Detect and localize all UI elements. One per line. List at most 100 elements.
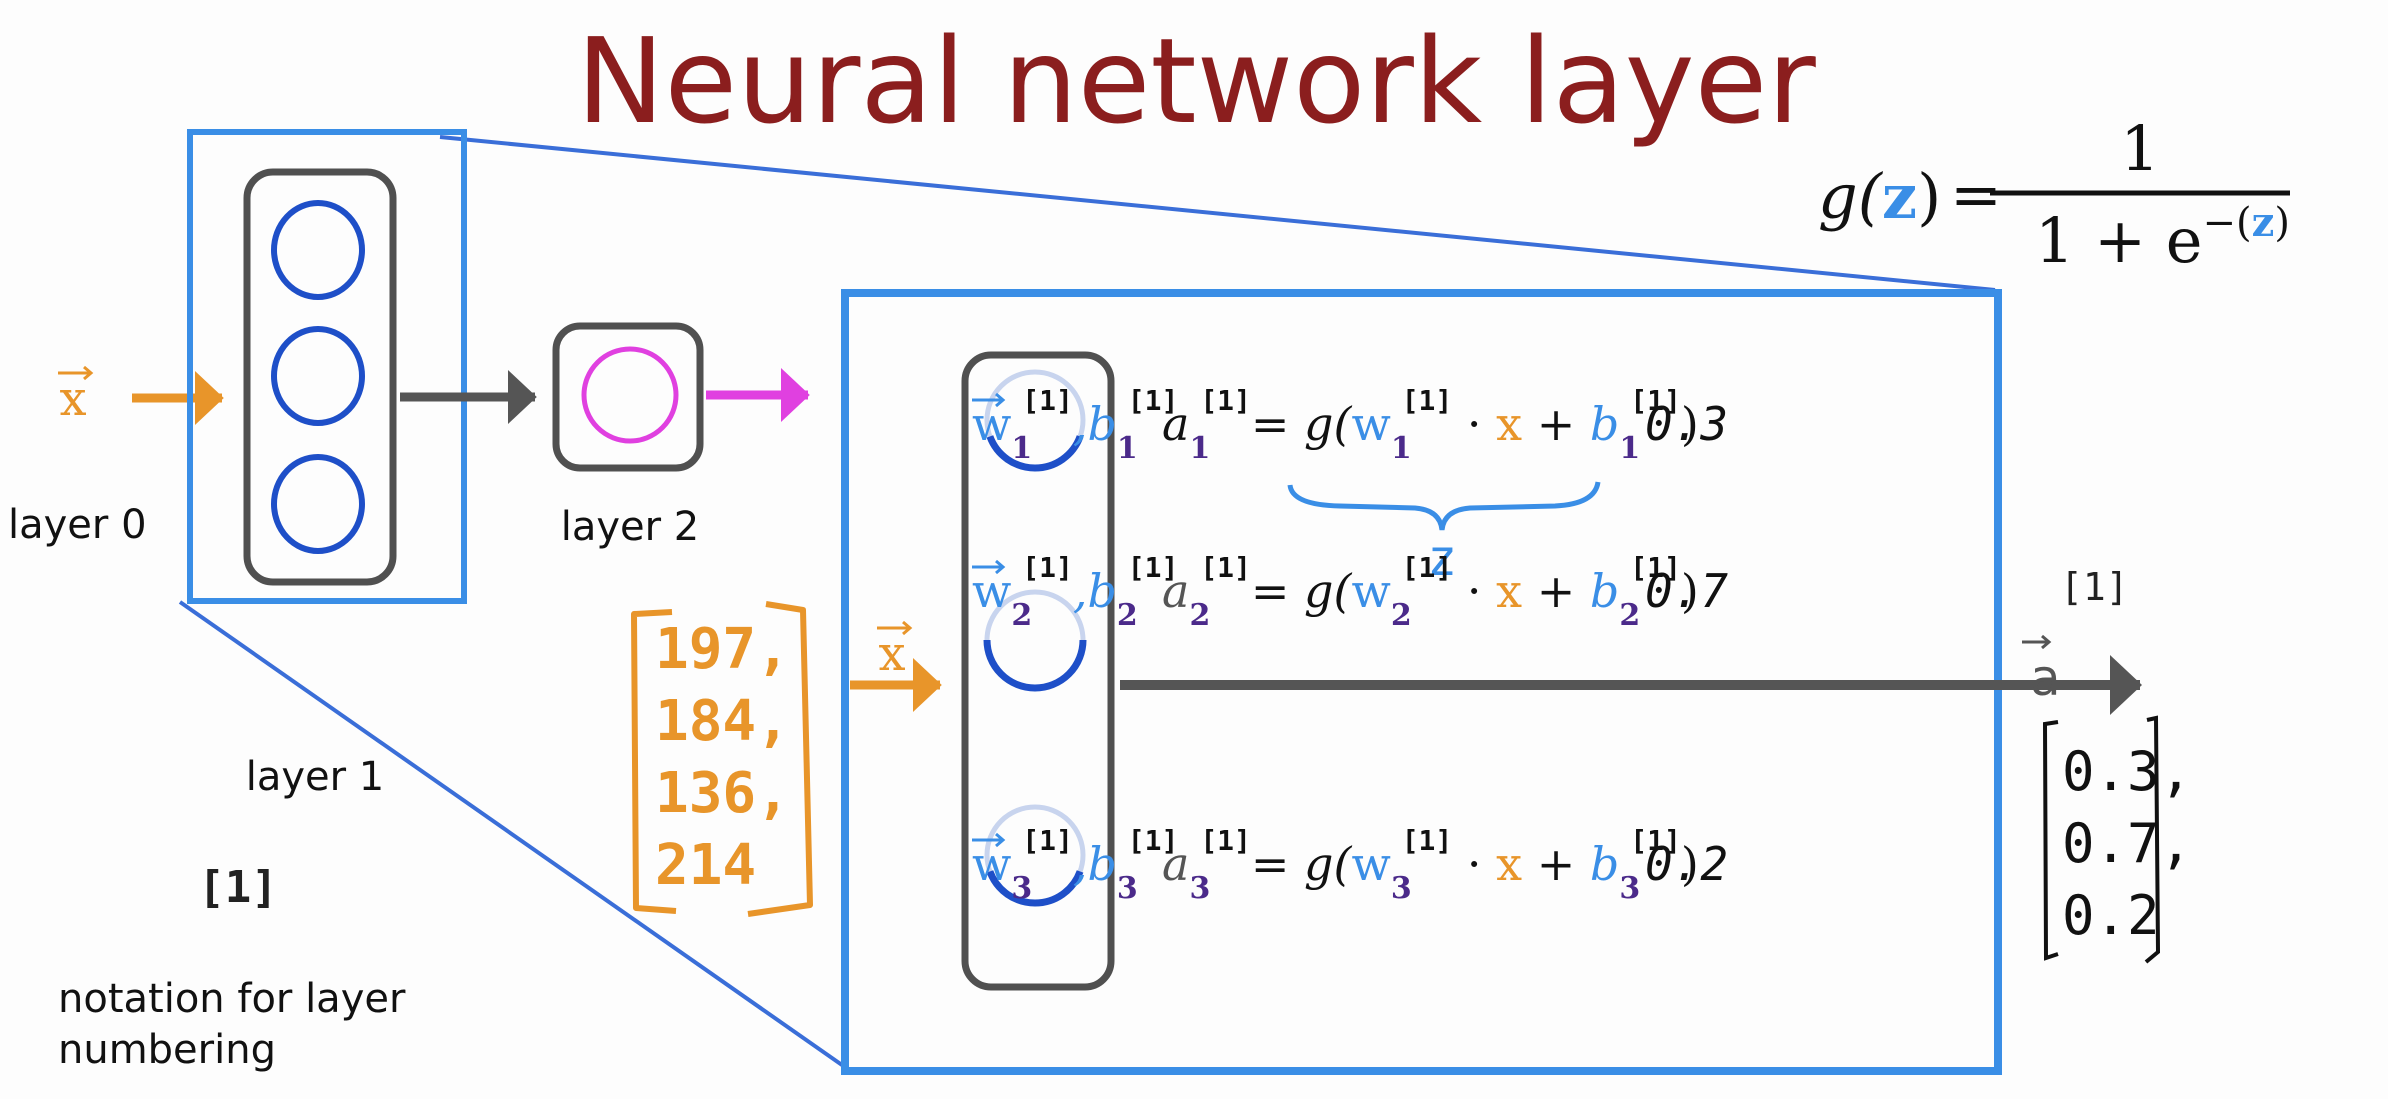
eq-close: ) [1681, 564, 1699, 618]
neuron-stack-box[interactable] [961, 351, 1115, 991]
w-vector-arrow-icon [972, 559, 1006, 575]
param-b-subscript: 3 [1117, 871, 1138, 906]
input-vector-value: 197, [655, 617, 790, 682]
eq-b-subscript: 3 [1619, 871, 1640, 906]
output-vector-right-bracket [2144, 715, 2161, 964]
eq-plus: + [1522, 397, 1590, 451]
param-b-superscript: [1] [1128, 824, 1179, 857]
eq-w: w [1351, 837, 1390, 891]
layer0-label: layer 0 [8, 502, 147, 548]
param-b: b [1087, 564, 1116, 618]
neuron-arc [986, 870, 1084, 907]
sigmoid-formula: g(z) = 1 1 + e−(z) [1818, 112, 2290, 277]
eq-x: x [1496, 837, 1522, 891]
network-overview: x layer 0 layer 2 layer 1 [1] notation f… [8, 129, 810, 1073]
layer1-neurons [271, 200, 365, 554]
layer1-zoom-frame[interactable] [187, 129, 467, 604]
layer2-neuron[interactable] [581, 346, 679, 444]
param-w-superscript: [1] [1022, 551, 1073, 584]
notation-caption-line1: notation for layer [58, 976, 406, 1022]
eq-b-superscript: [1] [1630, 384, 1681, 417]
layer2-box[interactable] [552, 322, 704, 472]
eq-plus: + [1522, 837, 1590, 891]
sigmoid-func: g( [1818, 160, 1884, 233]
eq-x: x [1496, 564, 1522, 618]
w-vector-arrow-icon [972, 392, 1006, 408]
neuron-output-value: 0.2 [1645, 837, 1728, 891]
neuron-params: w1[1],b1[1] [972, 384, 1178, 466]
neuron-row: w1[1],b1[1]a1[1]= g(w1[1] · x + b1[1])0.… [972, 369, 1728, 587]
eq-close: ) [1681, 837, 1699, 891]
neuron-arc [983, 639, 1087, 692]
param-w-subscript: 1 [1011, 431, 1032, 466]
eq-w: w [1351, 564, 1390, 618]
eq-b-subscript: 2 [1619, 598, 1640, 633]
layer1-neuron[interactable] [271, 326, 365, 426]
w-vector-arrow-icon [972, 832, 1006, 848]
eq-b-superscript: [1] [1630, 551, 1681, 584]
layer1-neuron[interactable] [271, 200, 365, 300]
sigmoid-den-exp-var: z [2252, 199, 2275, 246]
sigmoid-den-prefix: 1 + e [2035, 204, 2203, 277]
detail-input-x-label: x [878, 626, 905, 682]
activation-a: a [1162, 564, 1189, 618]
zoom-line-top [439, 135, 1996, 292]
neuron-params: w2[1],b2[1] [972, 551, 1178, 633]
eq-w: w [1351, 397, 1390, 451]
layer1-box[interactable] [243, 168, 397, 586]
equation-g: = g( [1251, 564, 1353, 618]
eq-close: ) [1681, 397, 1699, 451]
param-w: w [972, 397, 1011, 451]
svg-text:g(z): g(z) [1818, 160, 1941, 233]
activation-a: a [1162, 837, 1189, 891]
sigmoid-den-exp-open: −( [2203, 200, 2252, 246]
neuron-params: w3[1],b3[1] [972, 824, 1178, 906]
output-values: 0.3,0.7,0.2 [2062, 740, 2192, 947]
neuron-output-value: 0.3 [1645, 397, 1728, 451]
layer1-neuron[interactable] [271, 454, 365, 554]
neuron-output-value: 0.7 [1645, 564, 1728, 618]
z-brace [1287, 481, 1601, 531]
param-comma: , [1073, 837, 1088, 891]
output-vector-value: 0.3, [2062, 740, 2192, 803]
neuron-arc [986, 435, 1084, 472]
param-b: b [1087, 397, 1116, 451]
input-vector-value: 136, [655, 761, 790, 826]
sigmoid-numerator: 1 [2120, 112, 2159, 185]
eq-plus: + [1522, 564, 1590, 618]
svg-text:a: a [2030, 649, 2061, 707]
neuron-equation: a2[1]= g(w2[1] · x + b2[1]) [1162, 551, 1699, 633]
notation-caption-line2: numbering [58, 1027, 276, 1073]
equation-g: = g( [1251, 837, 1353, 891]
param-b-superscript: [1] [1128, 551, 1179, 584]
neuron-equation: a1[1]= g(w1[1] · x + b1[1]) [1162, 384, 1699, 466]
input-x-vector-arrow-icon [58, 365, 94, 381]
layer1-detail: x w1[1],b1[1]a1[1]= g(w1[1] · x + b1[1])… [850, 351, 2192, 991]
input-vector-right-bracket [747, 601, 813, 917]
z-brace-label: z [1427, 529, 1457, 587]
eq-w-subscript: 3 [1391, 871, 1412, 906]
sigmoid-var: z [1882, 160, 1917, 233]
activation-superscript: [1] [1200, 824, 1251, 857]
eq-dot: · [1452, 837, 1496, 891]
sigmoid-den-exp-close: ) [2274, 200, 2290, 246]
param-b: b [1087, 837, 1116, 891]
param-w-subscript: 2 [1011, 598, 1032, 633]
activation-subscript: 2 [1189, 598, 1210, 633]
param-w-superscript: [1] [1022, 824, 1073, 857]
param-w-subscript: 3 [1011, 871, 1032, 906]
output-vector-left-bracket [2042, 720, 2059, 961]
param-comma: , [1073, 564, 1088, 618]
layer2-label: layer 2 [561, 504, 700, 550]
input-vector: 197,184,136,214 [631, 601, 813, 917]
output-label: a [2030, 649, 2061, 707]
eq-b: b [1590, 837, 1619, 891]
detail-neurons: w1[1],b1[1]a1[1]= g(w1[1] · x + b1[1])0.… [972, 369, 1728, 907]
layer1-label: layer 1 [246, 754, 385, 800]
page-title: Neural network layer [576, 12, 1816, 150]
param-b-subscript: 2 [1117, 598, 1138, 633]
eq-w-subscript: 2 [1391, 598, 1412, 633]
eq-w-superscript: [1] [1402, 384, 1453, 417]
activation-subscript: 3 [1189, 871, 1210, 906]
